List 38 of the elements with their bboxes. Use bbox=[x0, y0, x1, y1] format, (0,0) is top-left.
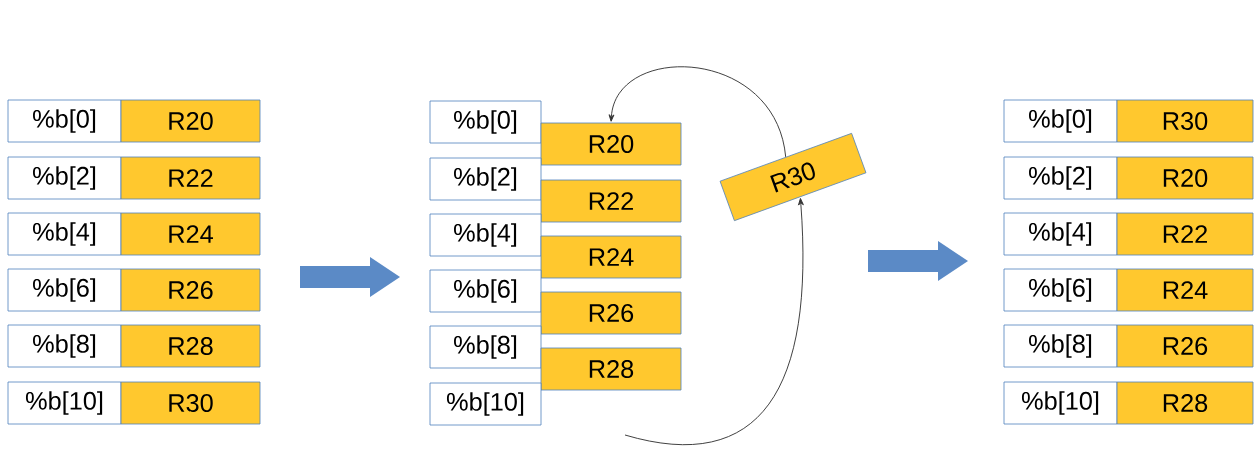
index-box: %b[8] bbox=[429, 325, 542, 369]
register-box: R30 bbox=[719, 132, 867, 222]
index-box: %b[10] bbox=[429, 382, 542, 426]
register-box: R22 bbox=[1116, 212, 1254, 256]
index-box: %b[6] bbox=[7, 268, 122, 312]
index-box: %b[2] bbox=[429, 157, 542, 201]
register-box: R20 bbox=[120, 99, 261, 143]
register-box: R24 bbox=[540, 235, 682, 279]
register-box: R24 bbox=[120, 212, 261, 256]
index-box: %b[6] bbox=[1003, 268, 1118, 312]
index-box: %b[0] bbox=[7, 99, 122, 143]
index-box: %b[4] bbox=[7, 212, 122, 256]
index-box: %b[6] bbox=[429, 269, 542, 313]
index-box: %b[0] bbox=[429, 100, 542, 144]
index-box: %b[0] bbox=[1003, 99, 1118, 143]
register-box: R30 bbox=[120, 381, 261, 425]
register-box: R28 bbox=[540, 347, 682, 391]
index-box: %b[2] bbox=[1003, 156, 1118, 200]
register-box: R26 bbox=[120, 268, 261, 312]
register-box: R28 bbox=[120, 324, 261, 368]
register-box: R24 bbox=[1116, 268, 1254, 312]
register-box: R28 bbox=[1116, 381, 1254, 425]
index-box: %b[8] bbox=[1003, 324, 1118, 368]
index-box: %b[8] bbox=[7, 324, 122, 368]
index-box: %b[4] bbox=[429, 213, 542, 257]
register-box: R26 bbox=[540, 291, 682, 335]
register-box: R26 bbox=[1116, 324, 1254, 368]
register-box: R30 bbox=[1116, 99, 1254, 143]
register-box: R22 bbox=[120, 156, 261, 200]
register-box: R22 bbox=[540, 179, 682, 223]
index-box: %b[10] bbox=[7, 381, 122, 425]
index-box: %b[10] bbox=[1003, 381, 1118, 425]
curved-arrow bbox=[608, 66, 787, 158]
index-box: %b[4] bbox=[1003, 212, 1118, 256]
register-box: R20 bbox=[540, 122, 682, 166]
index-box: %b[2] bbox=[7, 156, 122, 200]
curved-arrow bbox=[624, 197, 804, 446]
register-box: R20 bbox=[1116, 156, 1254, 200]
